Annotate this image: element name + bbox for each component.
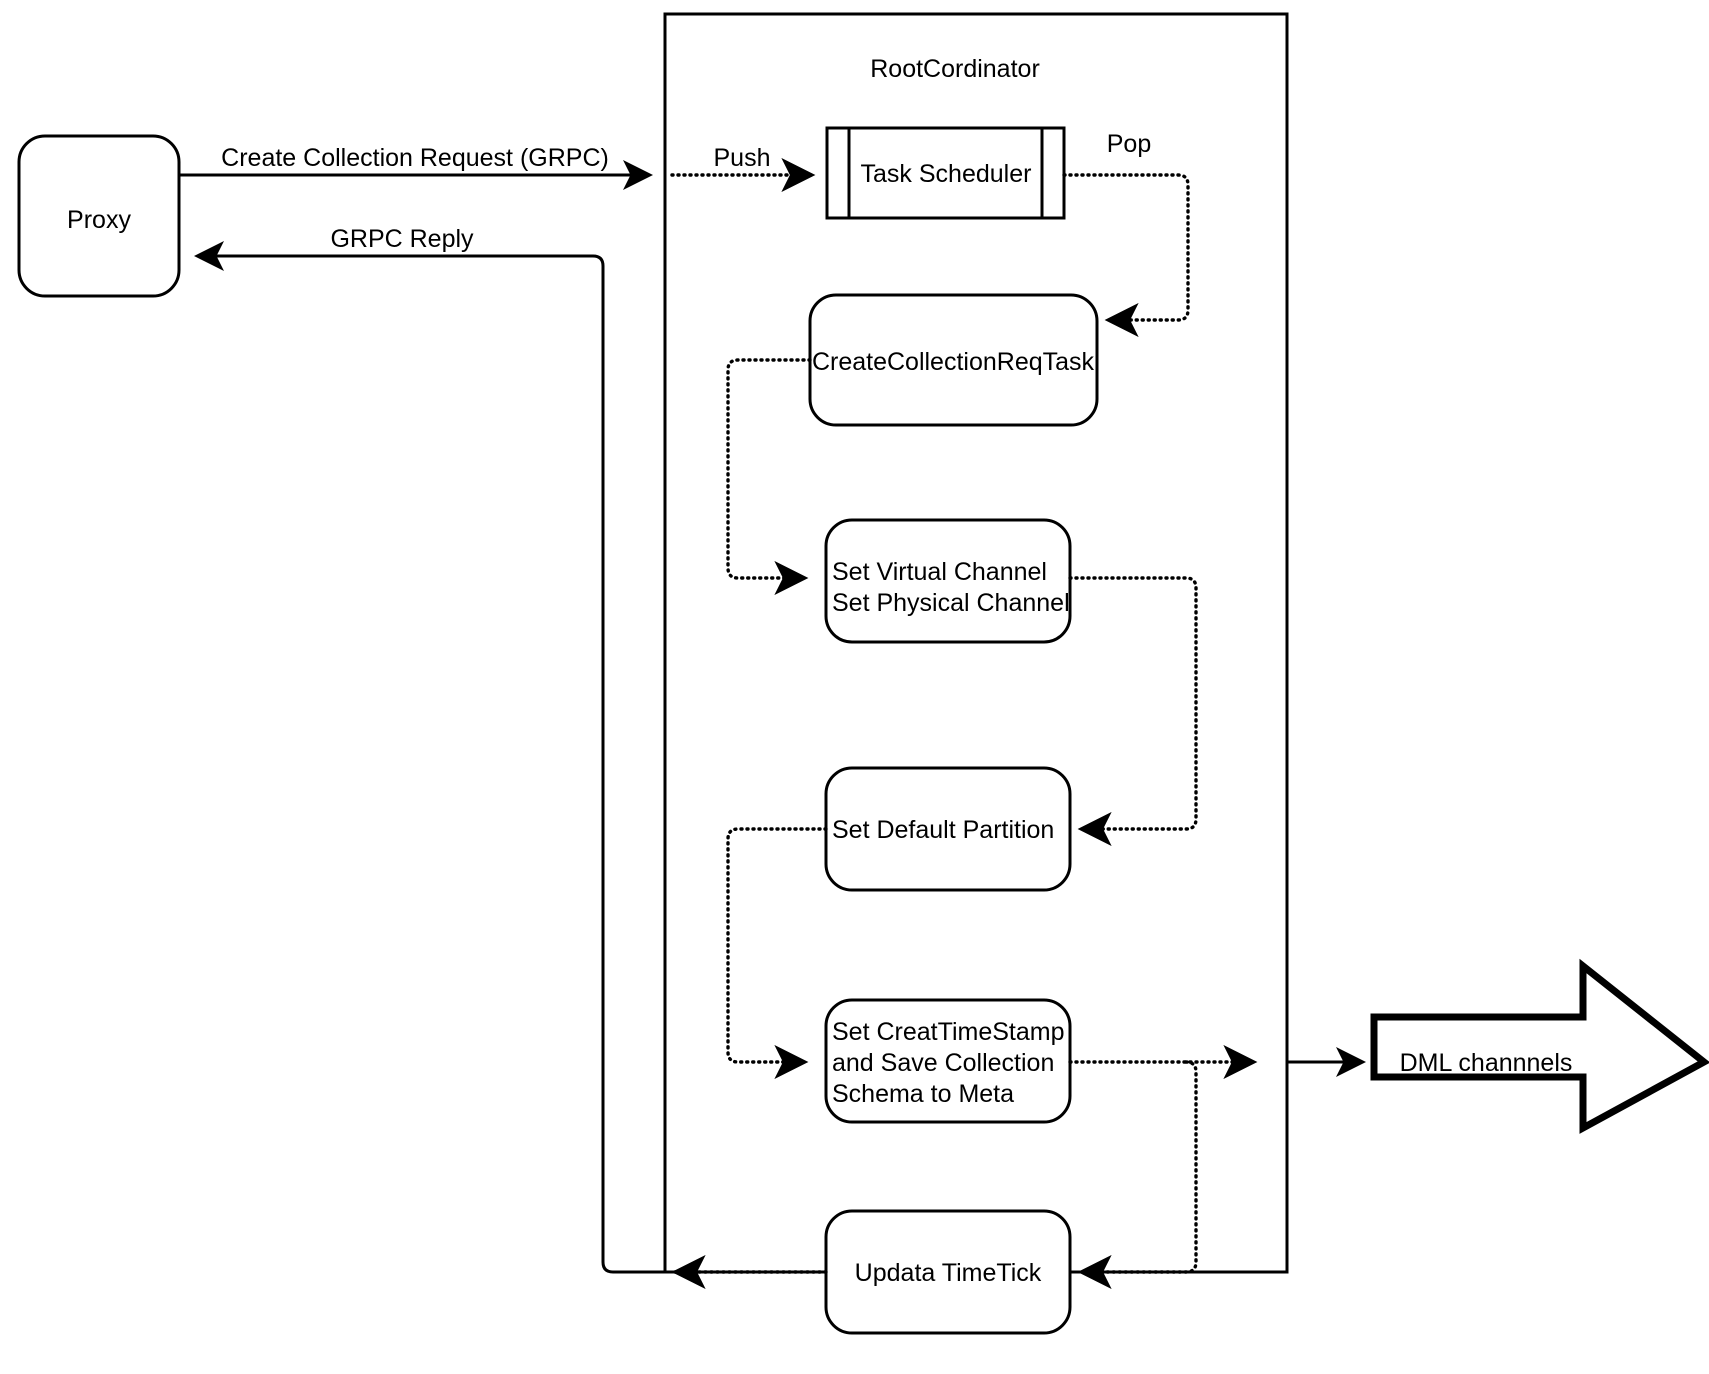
task-scheduler-box[interactable] — [825, 126, 1066, 220]
pop-label: Pop — [1107, 130, 1151, 158]
timestamp-to-timetick-line — [1077, 1060, 1198, 1289]
rootcordinator-title: RootCordinator — [870, 55, 1040, 83]
set-timestamp-label-line1: Set CreatTimeStamp — [832, 1018, 1064, 1046]
edge-timestamp-to-timetick — [1077, 1060, 1198, 1289]
pop-line — [1062, 173, 1190, 337]
create-collection-req-task-node[interactable]: CreateCollectionReqTask — [808, 293, 1099, 427]
grpc-reply-label: GRPC Reply — [330, 225, 474, 253]
edge-create-collection-request: Create Collection Request (GRPC) — [179, 144, 653, 190]
set-channel-node[interactable]: Set Virtual Channel Set Physical Channel — [824, 518, 1072, 644]
set-timestamp-label-line2: and Save Collection — [832, 1049, 1054, 1077]
set-timestamp-label-line3: Schema to Meta — [832, 1080, 1014, 1108]
update-timetick-label: Updata TimeTick — [855, 1259, 1042, 1287]
task-scheduler-label: Task Scheduler — [861, 160, 1032, 188]
edge-push: Push — [670, 144, 816, 192]
set-channel-box[interactable] — [824, 518, 1072, 644]
create-collection-req-task-label: CreateCollectionReqTask — [812, 348, 1095, 376]
set-channel-label-line2: Set Physical Channel — [832, 589, 1070, 617]
dml-channels-node[interactable]: DML channnels — [1370, 958, 1709, 1134]
set-default-partition-label: Set Default Partition — [832, 816, 1054, 844]
partition-to-timestamp-line — [726, 827, 828, 1079]
proxy-label: Proxy — [67, 206, 131, 234]
channel-to-partition-line — [1068, 576, 1198, 846]
set-timestamp-node[interactable]: Set CreatTimeStamp and Save Collection S… — [824, 998, 1072, 1124]
task-to-channel-line — [726, 358, 812, 595]
edge-task-to-channel — [726, 358, 812, 595]
dml-channels-arrow-shape[interactable] — [1370, 958, 1709, 1134]
dml-channels-label: DML channnels — [1400, 1049, 1573, 1077]
set-channel-label-line1: Set Virtual Channel — [832, 558, 1047, 586]
proxy-node[interactable]: Proxy — [17, 134, 181, 298]
update-timetick-node[interactable]: Updata TimeTick — [824, 1209, 1072, 1335]
create-collection-request-label: Create Collection Request (GRPC) — [221, 144, 609, 172]
edge-grpc-reply: GRPC Reply — [194, 225, 665, 1274]
task-scheduler-node[interactable]: Task Scheduler — [825, 126, 1066, 220]
edge-pop: Pop — [1062, 130, 1190, 337]
set-default-partition-node[interactable]: Set Default Partition — [824, 766, 1072, 892]
proxy-box[interactable] — [17, 134, 181, 298]
edge-partition-to-timestamp — [726, 827, 828, 1079]
edge-channel-to-partition — [1068, 576, 1198, 846]
grpc-reply-line — [194, 241, 665, 1274]
push-label: Push — [714, 144, 771, 172]
